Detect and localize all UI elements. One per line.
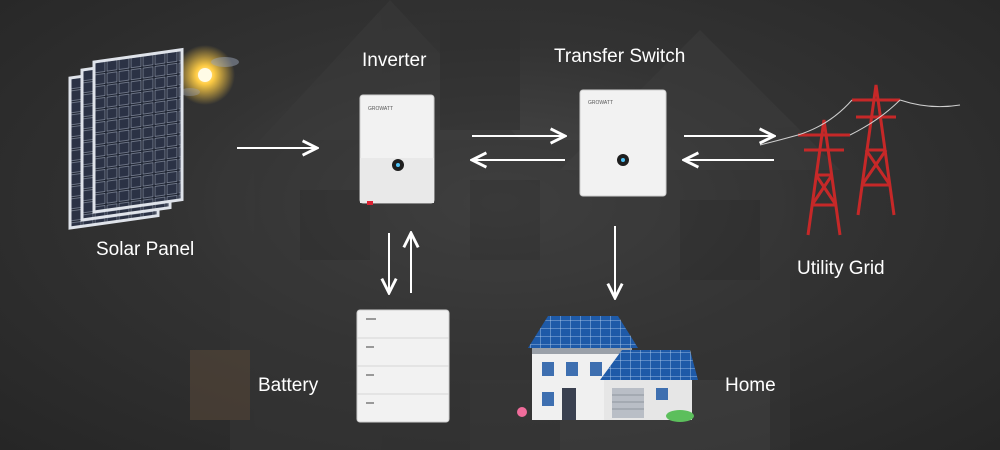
sun-icon	[175, 45, 239, 105]
svg-text:GROWATT: GROWATT	[368, 106, 393, 112]
battery-label: Battery	[258, 375, 319, 396]
inverter-icon: GROWATT	[359, 94, 435, 205]
flow-arrows	[237, 136, 774, 298]
battery-icon	[356, 309, 450, 423]
transfer-switch-icon: GROWATT	[579, 89, 667, 197]
solar-panel-label: Solar Panel	[96, 239, 195, 260]
utility-grid-label: Utility Grid	[797, 258, 885, 279]
utility-grid-icon	[759, 84, 961, 236]
solar-panel-icon	[68, 47, 184, 230]
inverter-label: Inverter	[362, 50, 427, 71]
transfer-switch-label: Transfer Switch	[554, 46, 686, 67]
svg-text:GROWATT: GROWATT	[588, 100, 613, 106]
home-label: Home	[725, 375, 776, 396]
home-icon	[517, 316, 698, 422]
